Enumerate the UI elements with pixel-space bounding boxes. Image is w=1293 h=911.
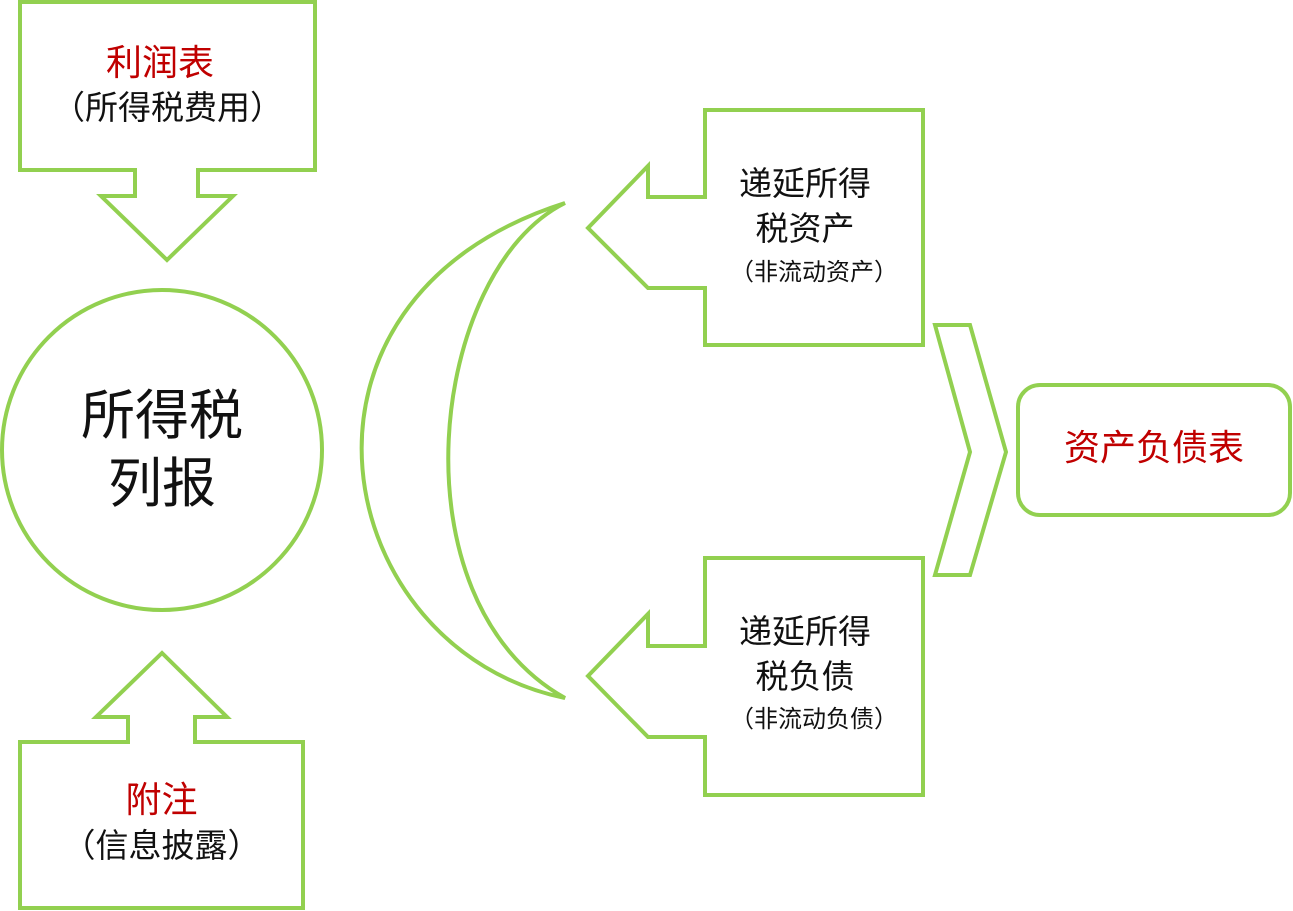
notes-title: 附注	[125, 780, 198, 821]
dtl-sub: （非流动负债）	[730, 705, 898, 733]
dta-callout	[585, 108, 925, 347]
center-title-line1: 所得税	[81, 384, 243, 447]
dtl-callout	[585, 556, 925, 797]
crescent-shape	[359, 201, 566, 700]
dta-line1: 递延所得	[739, 164, 871, 203]
dtl-line1: 递延所得	[739, 612, 871, 651]
dta-sub: （非流动资产）	[730, 258, 898, 286]
notes-subtitle: （信息披露）	[62, 826, 261, 865]
center-circle	[0, 288, 324, 612]
income-statement-callout	[18, 0, 317, 263]
income-statement-title: 利润表	[105, 43, 214, 84]
balance-sheet-box	[1016, 383, 1292, 517]
center-title-line2: 列报	[108, 452, 216, 515]
chevron-arrow	[932, 323, 1009, 577]
balance-sheet-title: 资产负债表	[1063, 428, 1244, 469]
income-statement-subtitle: （所得税费用）	[52, 88, 283, 127]
dtl-line2: 税负债	[755, 657, 855, 696]
dta-line2: 税资产	[755, 209, 855, 248]
notes-callout	[18, 650, 305, 910]
